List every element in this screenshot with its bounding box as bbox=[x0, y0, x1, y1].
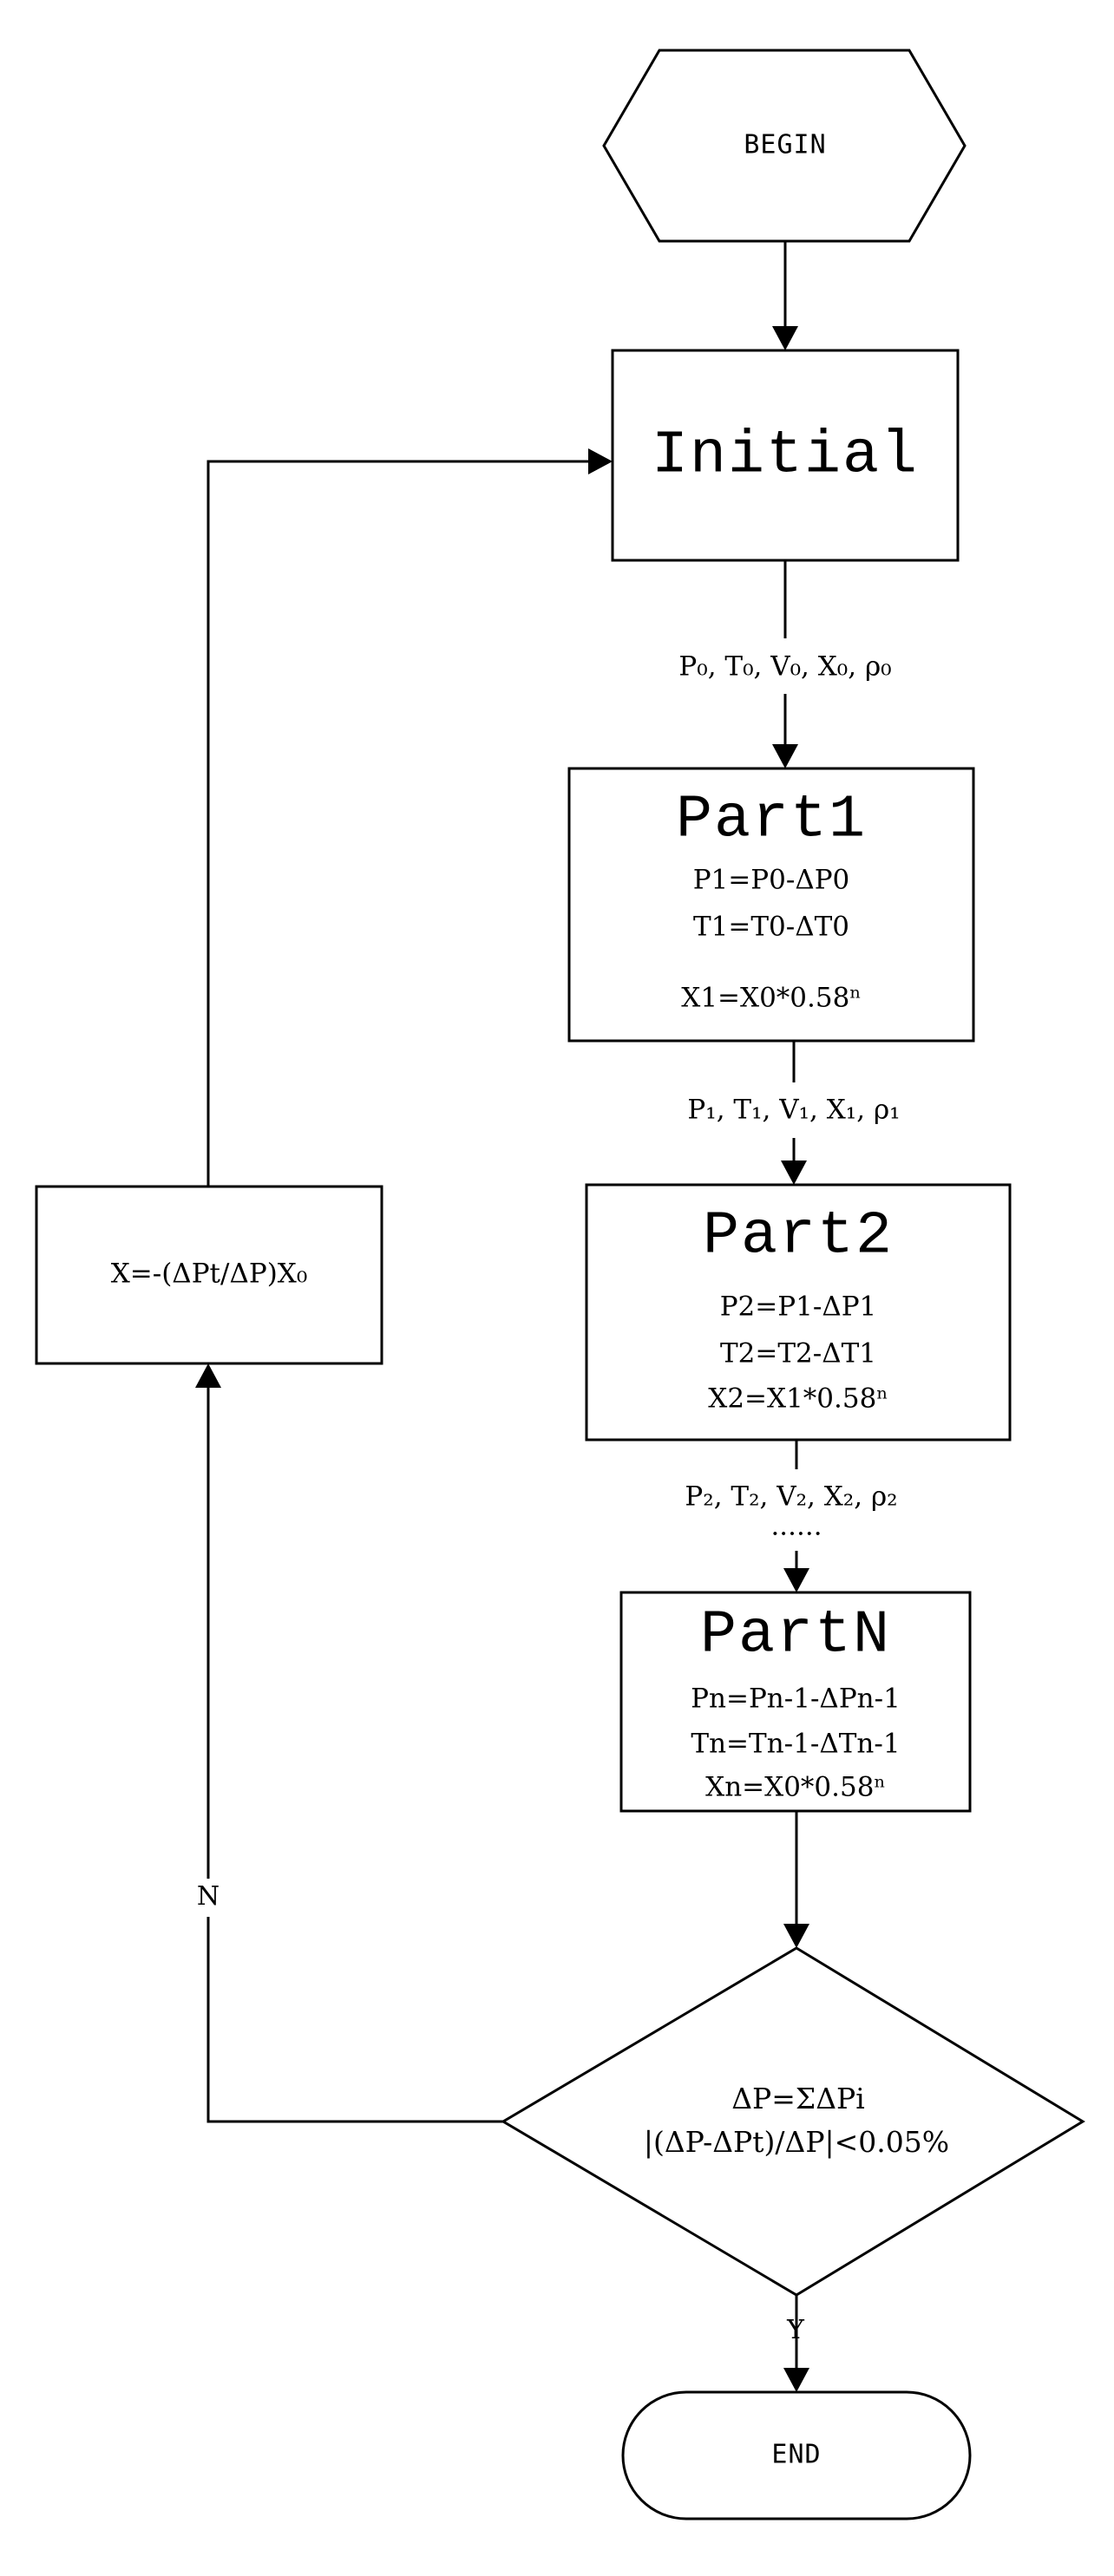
partn-title: PartN bbox=[700, 1601, 891, 1670]
branch-label-yes: Y bbox=[786, 2315, 805, 2345]
part2-formula-x: X2=X1*0.58ⁿ bbox=[708, 1383, 888, 1415]
decision-formula-criterion: |(ΔP-ΔPt)/ΔP|<0.05% bbox=[644, 2125, 949, 2159]
partn-node: PartN Pn=Pn-1-ΔPn-1 Tn=Tn-1-ΔTn-1 Xn=X0*… bbox=[619, 1591, 972, 1813]
arrowhead-begin-initial bbox=[772, 326, 798, 350]
partn-formula-x: Xn=X0*0.58ⁿ bbox=[705, 1772, 886, 1803]
begin-node: BEGIN bbox=[602, 49, 967, 243]
update-node: X=-(ΔPt/ΔP)X₀ bbox=[35, 1185, 383, 1365]
arrowhead-initial-part1 bbox=[772, 744, 798, 768]
branch-label-no: N bbox=[197, 1881, 220, 1912]
part2-title: Part2 bbox=[703, 1202, 894, 1271]
begin-label: BEGIN bbox=[744, 130, 826, 160]
arrowhead-part2-partn bbox=[783, 1568, 809, 1592]
part1-formula-t: T1=T0-ΔT0 bbox=[693, 912, 849, 943]
arrowhead-part1-part2 bbox=[781, 1161, 807, 1185]
decision-formula-sum: ΔP=ΣΔPi bbox=[731, 2082, 865, 2115]
part1-title: Part1 bbox=[676, 786, 867, 854]
initial-label: Initial bbox=[652, 422, 919, 490]
part1-formula-x: X1=X0*0.58ⁿ bbox=[681, 983, 862, 1014]
update-formula: X=-(ΔPt/ΔP)X₀ bbox=[111, 1259, 308, 1290]
edge-label-part1-part2: P₁, T₁, V₁, X₁, ρ₁ bbox=[687, 1095, 900, 1126]
arrowhead-partn-decision bbox=[783, 1924, 809, 1948]
arrowhead-decision-update bbox=[195, 1363, 221, 1388]
connector-decision-update bbox=[206, 1388, 503, 2123]
part2-formula-p: P2=P1-ΔP1 bbox=[720, 1291, 877, 1323]
part2-node: Part2 P2=P1-ΔP1 T2=T2-ΔT1 X2=X1*0.58ⁿ bbox=[585, 1183, 1012, 1442]
decision-node: ΔP=ΣΔPi |(ΔP-ΔPt)/ΔP|<0.05% bbox=[501, 1946, 1085, 2297]
part1-node: Part1 P1=P0-ΔP0 T1=T0-ΔT0 X1=X0*0.58ⁿ bbox=[567, 767, 975, 1043]
edge-ellipsis: ······ bbox=[770, 1519, 822, 1550]
arrowhead-decision-end bbox=[783, 2368, 809, 2392]
initial-node: Initial bbox=[611, 349, 960, 562]
arrowhead-update-initial bbox=[588, 448, 613, 474]
connector-update-initial bbox=[206, 460, 588, 1187]
edge-label-initial-part1: P₀, T₀, V₀, X₀, ρ₀ bbox=[678, 651, 891, 683]
edge-label-part2-partn: P₂, T₂, V₂, X₂, ρ₂ bbox=[685, 1481, 897, 1513]
end-label: END bbox=[771, 2440, 821, 2470]
partn-formula-t: Tn=Tn-1-ΔTn-1 bbox=[691, 1729, 900, 1760]
part2-formula-t: T2=T2-ΔT1 bbox=[720, 1338, 876, 1370]
partn-formula-p: Pn=Pn-1-ΔPn-1 bbox=[691, 1684, 901, 1715]
part1-formula-p: P1=P0-ΔP0 bbox=[693, 865, 850, 896]
end-node: END bbox=[621, 2390, 972, 2520]
